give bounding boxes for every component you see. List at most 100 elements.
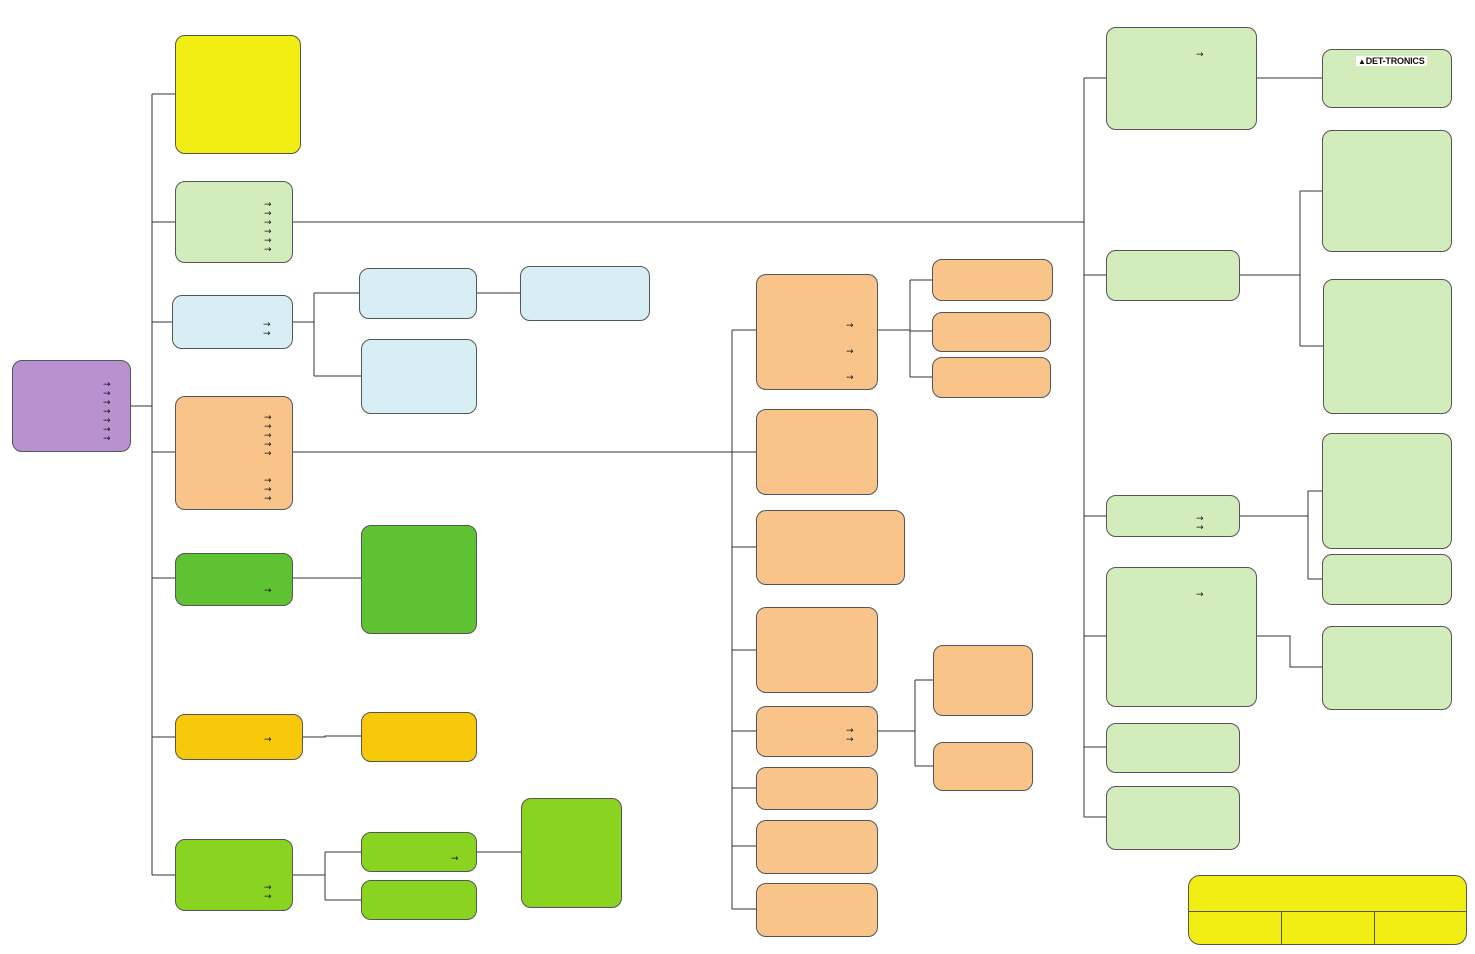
light-green-node-r3-arrows: →→ xyxy=(1196,515,1204,533)
amber-node-left xyxy=(175,714,303,760)
arrow-icon: → xyxy=(264,413,272,423)
light-green-node-r6 xyxy=(1106,786,1240,850)
arrow-icon: → xyxy=(264,485,272,495)
arrow-icon: → xyxy=(103,380,111,390)
arrow-icon: → xyxy=(264,200,272,210)
light-green-node-left xyxy=(175,181,293,263)
arrow-icon: → xyxy=(1196,50,1204,60)
lime-node-3 xyxy=(521,798,622,908)
light-blue-node-left-arrows: →→ xyxy=(263,321,271,339)
det-tronics-logo: ▲DET-TRONICS xyxy=(1356,56,1427,66)
lime-node-left-arrows: →→ xyxy=(264,884,272,902)
legend-table xyxy=(1188,875,1467,945)
light-blue-node-3 xyxy=(520,266,650,321)
arrow-icon: → xyxy=(1196,523,1204,533)
arrow-icon: → xyxy=(264,494,272,504)
lime-node-2a xyxy=(361,832,477,872)
light-green-node-f6 xyxy=(1322,626,1452,710)
logo-text: DET-TRONICS xyxy=(1365,56,1425,66)
amber-node-2 xyxy=(361,712,477,762)
orange-node-left xyxy=(175,396,293,510)
lime-node-2b xyxy=(361,880,477,920)
orange-node-m7 xyxy=(756,820,878,874)
arrow-icon: → xyxy=(264,892,272,902)
light-green-node-f5 xyxy=(1322,554,1452,605)
orange-node-m4 xyxy=(756,607,878,693)
arrow-icon: → xyxy=(264,440,272,450)
arrow-icon: → xyxy=(263,329,271,339)
arrow-icon: → xyxy=(1196,514,1204,524)
light-green-node-r1-arrows: → xyxy=(1196,51,1204,60)
lime-node-2a-arrows: → xyxy=(451,855,459,864)
orange-node-s3 xyxy=(932,357,1051,398)
orange-node-m1-arrows-b: → xyxy=(846,348,854,357)
light-green-node-f4 xyxy=(1322,433,1452,549)
yellow-node xyxy=(175,35,301,154)
orange-node-left-arrows-b: →→→ xyxy=(264,477,272,504)
arrow-icon: → xyxy=(264,209,272,219)
arrow-icon: → xyxy=(264,245,272,255)
light-green-node-r5 xyxy=(1106,723,1240,773)
light-blue-node-left xyxy=(172,295,293,349)
orange-node-m5-arrows: →→ xyxy=(846,727,854,745)
warning-triangle-icon: ▲ xyxy=(1358,57,1366,66)
orange-node-s2 xyxy=(932,312,1051,352)
light-green-node-r3 xyxy=(1106,495,1240,537)
arrow-icon: → xyxy=(451,854,459,864)
arrow-icon: → xyxy=(264,431,272,441)
light-green-node-r4 xyxy=(1106,567,1257,707)
legend-header xyxy=(1189,876,1466,912)
legend-cell-1 xyxy=(1189,911,1282,944)
light-green-node-r1 xyxy=(1106,27,1257,130)
arrow-icon: → xyxy=(846,321,854,331)
arrow-icon: → xyxy=(846,373,854,383)
arrow-icon: → xyxy=(264,883,272,893)
green-node-2 xyxy=(361,525,477,634)
orange-node-m6 xyxy=(756,767,878,810)
orange-node-left-arrows-a: →→→→→ xyxy=(264,414,272,459)
light-blue-node-2b xyxy=(361,339,477,414)
legend-cell-2 xyxy=(1282,911,1375,944)
arrow-icon: → xyxy=(264,476,272,486)
arrow-icon: → xyxy=(103,398,111,408)
orange-node-m5 xyxy=(756,706,878,757)
legend-cell-3 xyxy=(1375,911,1466,944)
arrow-icon: → xyxy=(264,735,272,745)
arrow-icon: → xyxy=(103,389,111,399)
arrow-icon: → xyxy=(264,449,272,459)
orange-node-s5 xyxy=(933,742,1033,791)
light-green-node-f2 xyxy=(1322,130,1452,252)
orange-node-m1 xyxy=(756,274,878,390)
amber-node-left-arrows: → xyxy=(264,736,272,745)
arrow-icon: → xyxy=(103,416,111,426)
arrow-icon: → xyxy=(1196,590,1204,600)
arrow-icon: → xyxy=(846,726,854,736)
orange-node-m8 xyxy=(756,883,878,937)
arrow-icon: → xyxy=(264,422,272,432)
light-green-node-r2 xyxy=(1106,250,1240,301)
orange-node-m3 xyxy=(756,510,905,585)
arrow-icon: → xyxy=(264,236,272,246)
arrow-icon: → xyxy=(846,735,854,745)
green-node-left-arrows: → xyxy=(264,587,272,596)
orange-node-s4 xyxy=(933,645,1033,716)
green-node-left xyxy=(175,553,293,606)
orange-node-s1 xyxy=(932,259,1053,301)
root-node-arrows: →→→→→→→ xyxy=(103,381,111,444)
light-blue-node-2a xyxy=(359,268,477,319)
arrow-icon: → xyxy=(846,347,854,357)
arrow-icon: → xyxy=(103,425,111,435)
light-green-node-left-arrows: →→→→→→ xyxy=(264,201,272,255)
light-green-node-r4-arrows: → xyxy=(1196,591,1204,600)
orange-node-m1-arrows-c: → xyxy=(846,374,854,383)
orange-node-m2 xyxy=(756,409,878,495)
arrow-icon: → xyxy=(264,227,272,237)
orange-node-m1-arrows-a: → xyxy=(846,322,854,331)
lime-node-left xyxy=(175,839,293,911)
root-node xyxy=(12,360,131,452)
arrow-icon: → xyxy=(103,434,111,444)
arrow-icon: → xyxy=(263,320,271,330)
light-green-node-f3 xyxy=(1323,279,1452,414)
arrow-icon: → xyxy=(264,586,272,596)
